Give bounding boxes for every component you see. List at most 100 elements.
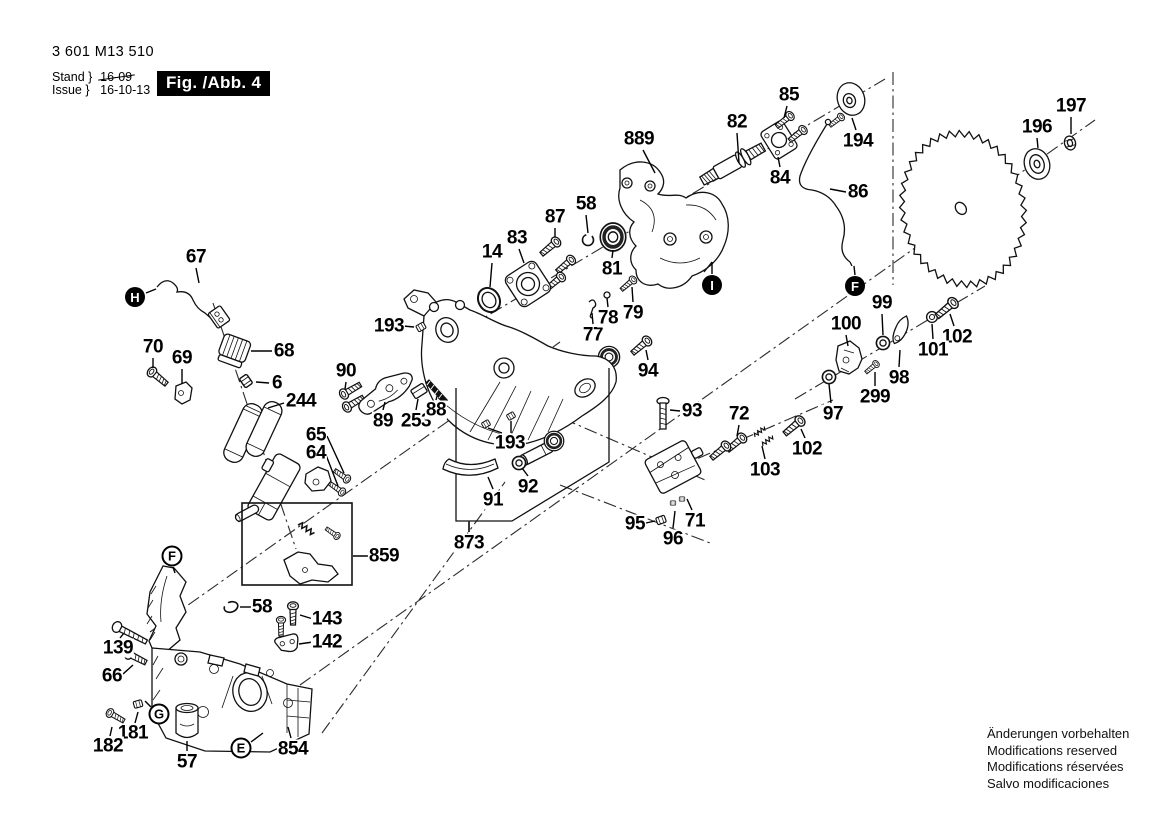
leader-line xyxy=(783,105,788,119)
callout-143: 143 xyxy=(310,608,344,630)
leader-line xyxy=(287,726,292,739)
callout-87: 87 xyxy=(543,206,567,228)
callout-92: 92 xyxy=(516,476,540,498)
screw-87a xyxy=(537,234,564,259)
screw-72b xyxy=(707,438,734,463)
callout-57: 57 xyxy=(175,751,199,773)
callout-98: 98 xyxy=(887,367,911,389)
leader-line xyxy=(642,149,656,174)
callout-81: 81 xyxy=(600,258,624,280)
connector-67 xyxy=(207,305,231,329)
leader-line xyxy=(631,286,634,303)
callout-859: 859 xyxy=(367,545,401,567)
callout-71: 71 xyxy=(683,510,707,532)
leader-line xyxy=(122,664,134,675)
leader-line xyxy=(415,398,419,411)
bearing-flange-83 xyxy=(504,260,552,308)
screw-94 xyxy=(628,333,655,358)
leader-line xyxy=(829,188,847,193)
note-de: Änderungen vorbehalten xyxy=(987,726,1130,741)
leader-line xyxy=(144,700,152,708)
callout-82: 82 xyxy=(725,111,749,133)
screw-87b xyxy=(553,252,578,277)
washer-99 xyxy=(875,335,891,351)
leader-line xyxy=(736,424,740,437)
callout-194: 194 xyxy=(841,130,875,152)
blade-flange-196 xyxy=(1023,148,1051,180)
marker-g: G xyxy=(148,703,170,725)
leader-line xyxy=(487,427,503,434)
revision-block: Stand } 16-09 Issue } 16-10-13 xyxy=(52,71,154,97)
washer-194 xyxy=(836,82,866,116)
callout-193: 193 xyxy=(372,315,406,337)
note-es: Salvo modificaciones xyxy=(987,775,1110,791)
callout-6: 6 xyxy=(270,372,284,394)
leader-line xyxy=(736,132,740,164)
wire-67 xyxy=(156,280,214,321)
callout-67: 67 xyxy=(184,246,208,268)
callout-196: 196 xyxy=(1020,116,1054,138)
screw-299 xyxy=(862,358,882,376)
pawl-98 xyxy=(892,315,909,345)
stand-label: Stand xyxy=(52,70,85,84)
leader-line xyxy=(299,614,314,620)
brace: } xyxy=(88,70,93,84)
callout-78: 78 xyxy=(596,307,620,329)
latch-100 xyxy=(835,340,863,375)
callout-102: 102 xyxy=(790,438,824,460)
stud-96b xyxy=(678,496,686,502)
cable-86 xyxy=(798,118,853,267)
leader-line xyxy=(1036,137,1039,149)
washer-97 xyxy=(821,369,837,385)
bearing-92 xyxy=(542,429,566,453)
leader-line xyxy=(489,262,493,288)
screw-70 xyxy=(144,364,171,389)
marker-f: F xyxy=(161,545,183,567)
callout-89: 89 xyxy=(371,410,395,432)
callout-182: 182 xyxy=(91,735,125,757)
callout-79: 79 xyxy=(621,302,645,324)
pin-lower xyxy=(234,504,260,523)
spring-pin-88 xyxy=(424,379,449,404)
marker-h: H xyxy=(125,287,145,307)
callout-83: 83 xyxy=(505,227,529,249)
leader-line xyxy=(669,409,681,412)
leader-line xyxy=(845,334,849,347)
clamp-65-64 xyxy=(304,466,332,492)
leader-line xyxy=(298,641,314,645)
callout-873: 873 xyxy=(452,532,486,554)
callout-142: 142 xyxy=(310,631,344,653)
blade-bore xyxy=(954,201,968,216)
callout-889: 889 xyxy=(622,128,656,150)
ball-78 xyxy=(603,291,611,299)
bearing-81 xyxy=(598,221,628,253)
callout-70: 70 xyxy=(141,336,165,358)
leader-line xyxy=(255,381,270,384)
leader-line xyxy=(853,265,856,276)
leader-line xyxy=(325,454,339,487)
callout-96: 96 xyxy=(661,528,685,550)
screw-143 xyxy=(286,601,300,626)
base-housing-854 xyxy=(151,647,313,753)
support-arm xyxy=(146,565,187,653)
leader-line xyxy=(195,267,200,284)
foot-57 xyxy=(175,702,199,739)
assembly-859 xyxy=(241,502,353,586)
leader-line xyxy=(828,383,832,404)
nut-95 xyxy=(654,514,668,526)
leader-line xyxy=(851,117,857,131)
callout-84: 84 xyxy=(768,167,792,189)
callout-90: 90 xyxy=(334,360,358,382)
leader-line xyxy=(800,428,806,439)
part-number: 3 601 M13 510 xyxy=(52,44,154,60)
brace: } xyxy=(85,83,90,97)
leader-line xyxy=(487,476,494,490)
sole-plate-91 xyxy=(442,458,499,476)
leader-line xyxy=(145,288,157,294)
bolt-93 xyxy=(656,396,670,430)
mount-plate-84 xyxy=(760,120,798,160)
leader-line xyxy=(585,214,589,234)
callout-86: 86 xyxy=(846,181,870,203)
callout-139: 139 xyxy=(101,637,135,659)
callout-100: 100 xyxy=(829,313,863,335)
